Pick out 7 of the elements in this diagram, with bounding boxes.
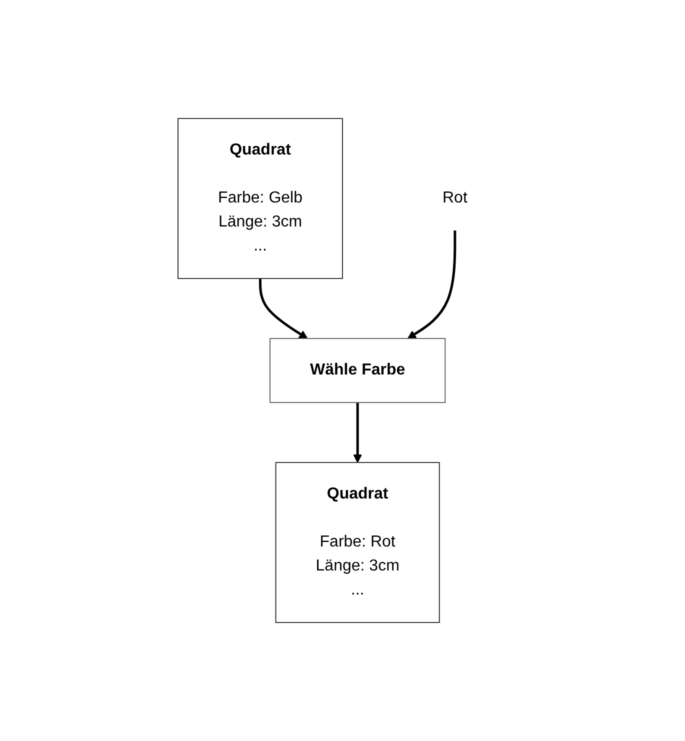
arrow (258, 278, 308, 339)
arrow (352, 402, 362, 463)
node-box: Quadrat Farbe: Rot Länge: 3cm ... (275, 462, 440, 623)
node-text: Rot (442, 190, 468, 206)
node-box: Quadrat Farbe: Gelb Länge: 3cm ... (177, 118, 343, 279)
node-box: Wähle Farbe (269, 338, 446, 403)
arrow (407, 230, 456, 339)
